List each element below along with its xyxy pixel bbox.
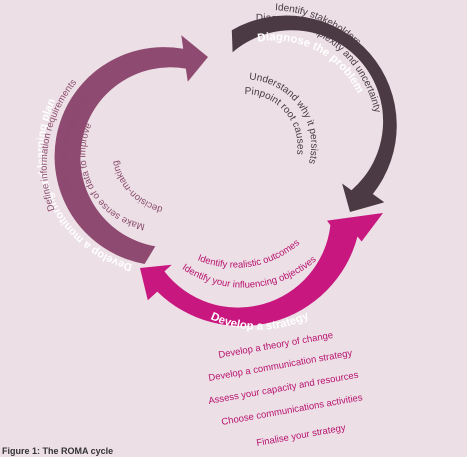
strategy-inner-item-1: Identify realistic outcomes [196,237,302,271]
diagnose-arc [231,15,397,213]
monitoring-inner-item-2: decision-making [110,159,164,214]
strategy-arc [140,213,383,327]
strategy-outer-item-5: Finalise your strategy [256,422,347,449]
diagnose-inner-item-1: Understand why it persists [249,71,320,165]
figure-caption: Figure 1: The ROMA cycle [2,446,114,456]
monitoring-arc [54,35,208,264]
